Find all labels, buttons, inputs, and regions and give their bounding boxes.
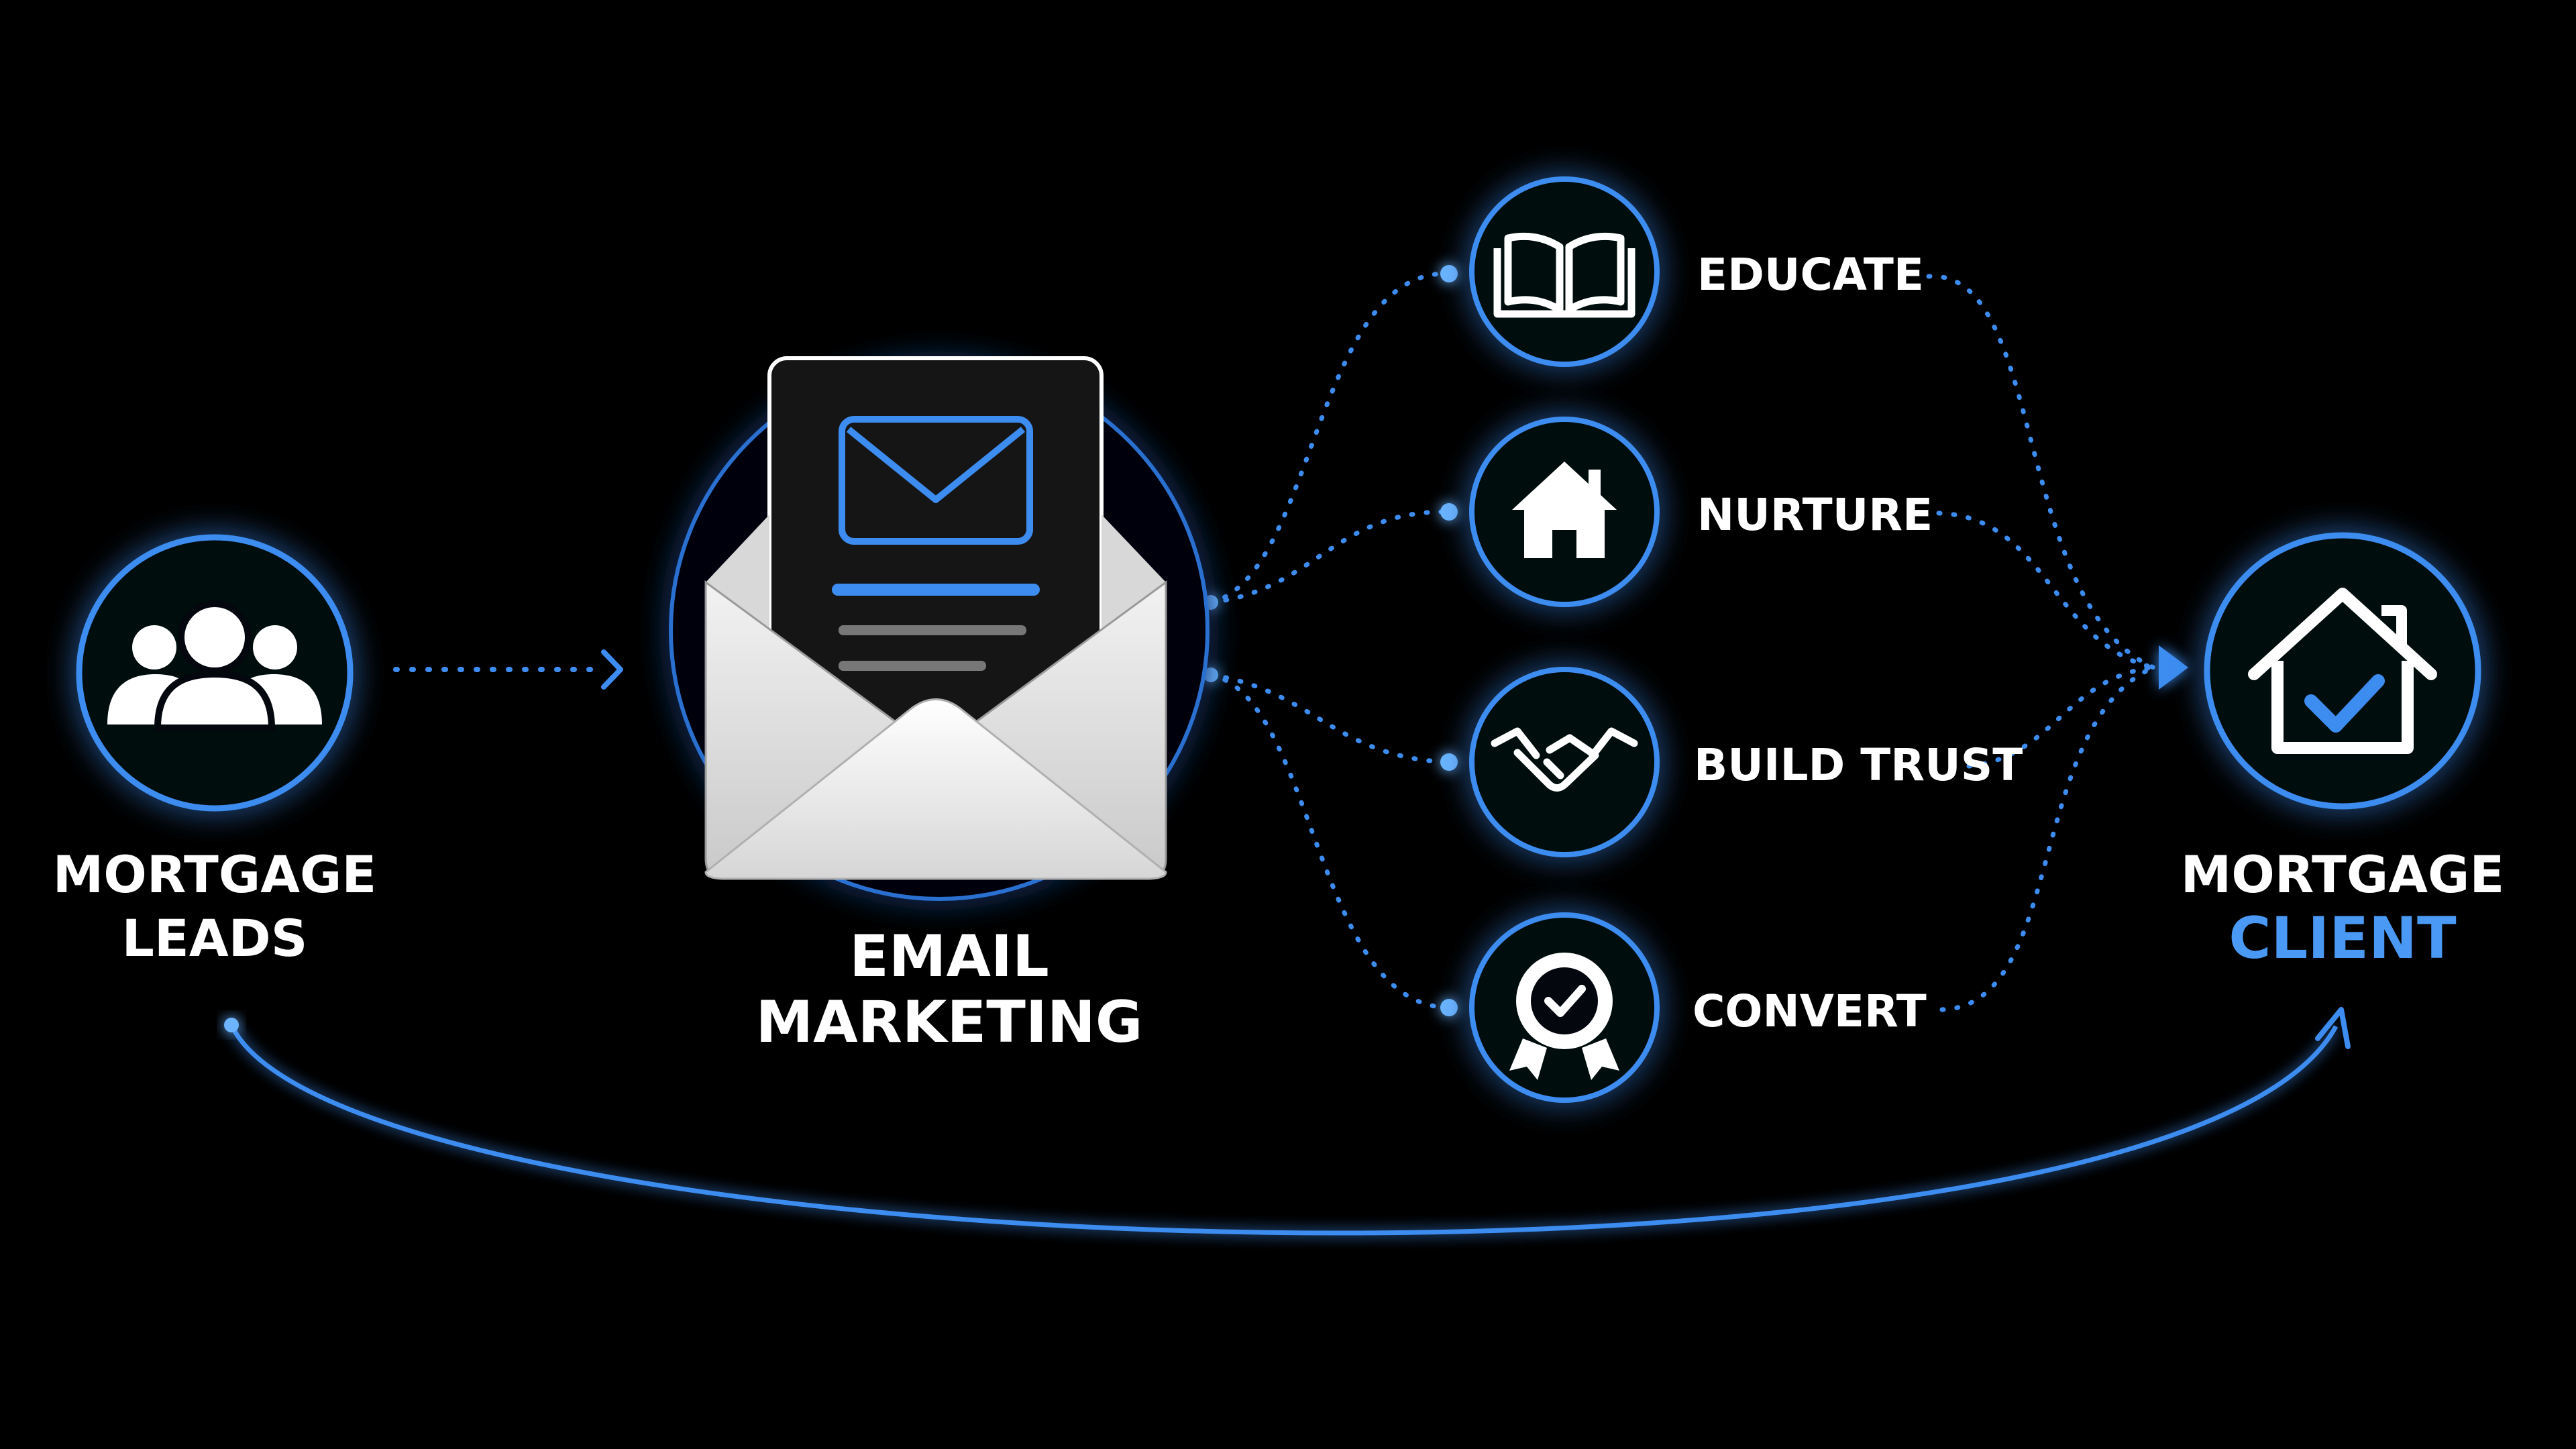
step-label-nurture: NURTURE (1697, 489, 1933, 541)
step-label-convert: CONVERT (1693, 985, 1927, 1037)
step-build-trust: BUILD TRUST (1469, 667, 2023, 857)
letter-text-line (839, 625, 1026, 635)
envelope-front-flap (704, 698, 1167, 880)
leads-label-line1: MORTGAGE (53, 845, 377, 904)
mortgage-leads-node: MORTGAGE LEADS (53, 534, 377, 968)
step-label-educate: EDUCATE (1697, 249, 1924, 301)
house-check-icon (2248, 588, 2437, 754)
people-group-icon (107, 600, 322, 731)
handshake-icon (1491, 727, 1638, 792)
mortgage-client-node: MORTGAGE CLIENT (2181, 532, 2505, 972)
bottom-arc-connector (224, 1007, 2351, 1236)
email-label-line2: MARKETING (756, 989, 1143, 1056)
client-arrowhead (2159, 645, 2188, 690)
open-book-icon (1493, 232, 1635, 318)
email-label-line1: EMAIL (849, 923, 1049, 990)
email-marketing-node: EMAIL MARKETING (669, 356, 1210, 1056)
step-label-build-trust: BUILD TRUST (1694, 739, 2023, 791)
leads-to-email-connector (393, 649, 623, 690)
step-convert: CONVERT (1469, 912, 1927, 1103)
house-icon (1512, 462, 1617, 558)
step-educate: EDUCATE (1469, 176, 1924, 367)
client-label-line1: MORTGAGE (2181, 845, 2505, 904)
connector-dots (1203, 265, 1458, 1016)
bottom-arc-arrowhead (2315, 1007, 2351, 1049)
leads-label-line2: LEADS (122, 908, 308, 968)
letter-text-line (839, 661, 986, 671)
badge-check-icon (1509, 953, 1619, 1080)
email-to-steps-connectors (1208, 271, 1452, 1010)
steps-to-client-connectors (1926, 274, 2156, 1012)
step-nurture: NURTURE (1469, 417, 1933, 607)
client-label-line2: CLIENT (2229, 905, 2457, 972)
envelope-letter-icon (839, 416, 1033, 545)
letter-highlight-line (832, 584, 1040, 596)
